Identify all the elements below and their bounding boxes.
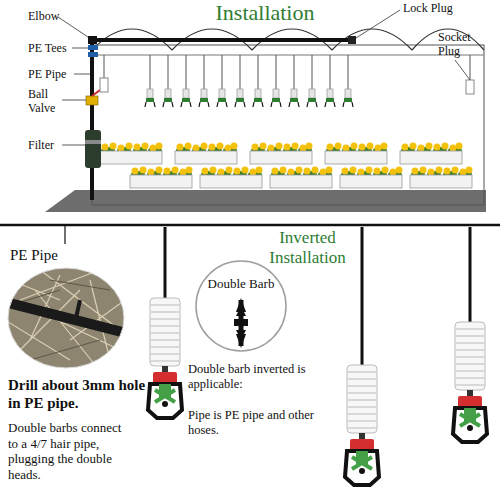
sprinkler-row-part <box>325 55 335 107</box>
socket-plug <box>100 78 108 92</box>
barb-head <box>236 306 246 316</box>
pipe-photo <box>5 265 130 370</box>
circle-outline <box>196 261 286 351</box>
inverted-assemblies <box>148 227 487 485</box>
circle-callout: Double Barb <box>195 260 287 352</box>
barb-head <box>236 330 246 340</box>
greenhouse <box>45 29 486 212</box>
photo-border <box>8 268 124 368</box>
support-wire <box>92 55 484 56</box>
section-heading: Inverted Installation <box>245 228 370 269</box>
leader-line <box>356 10 400 38</box>
inverted-assemblies-part <box>453 322 487 442</box>
sprinkler-row-part <box>145 55 155 107</box>
sprinkler-row-part <box>181 55 191 107</box>
leader-line <box>455 60 470 80</box>
barb-circle-fill <box>196 261 286 351</box>
part-label: PE Tees <box>28 41 76 55</box>
part-label: Ball Valve <box>28 87 62 116</box>
sprinkler-row-part <box>199 55 209 107</box>
leader-line <box>58 17 88 37</box>
sprinkler-row-part <box>343 55 353 107</box>
tee-fitting <box>88 52 98 57</box>
planters-part <box>175 143 238 165</box>
drop-line <box>104 55 105 78</box>
inverted-assemblies-part <box>345 365 379 485</box>
note-text: Drill about 3mm hole in PE pipe. <box>8 376 153 412</box>
planters-part <box>270 167 333 189</box>
leader-line <box>72 48 88 49</box>
barb-in-pipe <box>76 300 80 318</box>
circle-outline <box>195 260 287 352</box>
sprinkler-row-part <box>217 55 227 107</box>
sprinkler-row-part <box>271 55 281 107</box>
drop-line <box>470 55 471 80</box>
socket-plug <box>466 80 474 94</box>
section-divider <box>0 224 500 227</box>
sprinkler-row-part <box>307 55 317 107</box>
piping <box>85 36 474 200</box>
note-text: Double barb inverted is applicable: <box>188 362 330 392</box>
pe-pipe-drop <box>469 227 472 322</box>
diagram-title: Installation <box>190 0 340 26</box>
greenhouse-hoops <box>92 29 484 50</box>
part-label: Socket Plug <box>438 30 483 59</box>
planters-part <box>410 167 473 189</box>
planters-part <box>200 167 263 189</box>
part-label: PE Pipe <box>28 67 76 81</box>
planters-part <box>130 167 193 189</box>
elbow-fitting <box>88 36 97 44</box>
leader-line <box>64 225 65 244</box>
planters-part <box>250 143 313 165</box>
pe-pipe-drop <box>164 227 167 298</box>
leader-lines <box>58 10 470 145</box>
sprinkler-row-part <box>235 55 245 107</box>
leader-line <box>74 74 90 75</box>
pe-pipe-photo <box>5 302 130 334</box>
floor <box>45 190 486 212</box>
tee-fitting <box>88 45 98 50</box>
leader-line <box>62 100 86 101</box>
planters-part <box>400 143 463 165</box>
part-label: Elbow <box>28 9 68 23</box>
part-label: PE Pipe <box>10 246 90 264</box>
part-label: Lock Plug <box>403 1 473 15</box>
planters-part <box>100 143 163 165</box>
ball-valve <box>86 96 98 105</box>
sprinkler-row-part <box>253 55 263 107</box>
inverted-assemblies-part <box>148 298 182 418</box>
sprinkler-row-part <box>163 55 173 107</box>
double-barb-icon <box>234 298 248 348</box>
lock-plug <box>348 36 356 44</box>
leader-line <box>62 145 85 146</box>
part-label: Filter <box>28 138 68 152</box>
planters <box>100 143 473 189</box>
riser-pipe <box>90 38 94 200</box>
planters-part <box>325 143 388 165</box>
note-text: Pipe is PE pipe and other hoses. <box>188 408 330 438</box>
sprinkler-row <box>145 55 353 107</box>
barb-collar <box>234 319 248 326</box>
filter-band <box>85 140 101 144</box>
valve-handle <box>92 90 100 96</box>
planters-part <box>340 167 403 189</box>
callout-label: Double Barb <box>208 276 275 292</box>
photo-ground <box>5 265 130 370</box>
filter-body <box>85 130 101 168</box>
note-text: Double barbs connect to a 4/7 hair pipe,… <box>8 420 128 482</box>
main-pipe <box>92 38 350 42</box>
pe-pipe-drop <box>361 227 364 365</box>
greenhouse-frame <box>92 45 484 205</box>
sprinkler-row-part <box>289 55 299 107</box>
